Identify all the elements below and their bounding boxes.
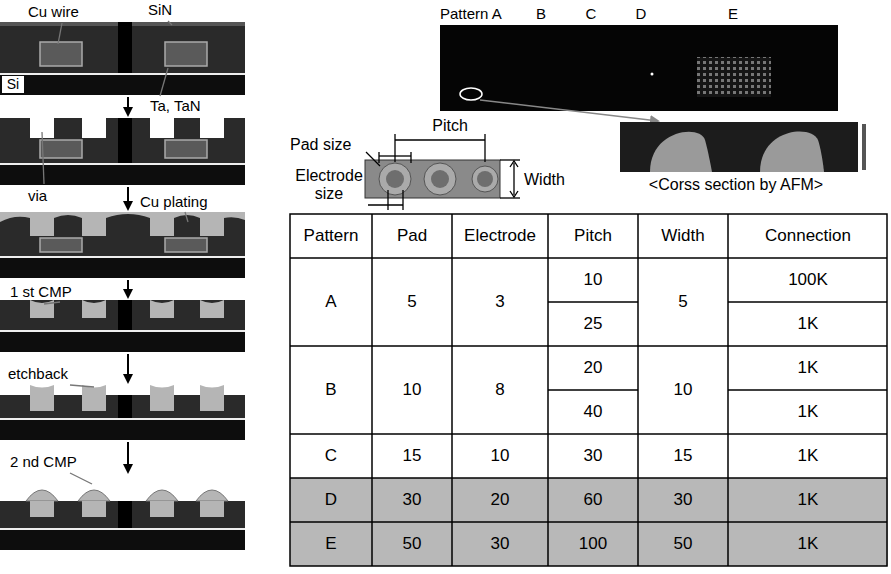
table-cell: C [292,436,370,476]
speck [651,73,654,76]
table-cell: 3 [454,260,546,344]
table-cell: 5 [640,260,726,344]
table-header: Pattern [292,216,370,256]
process-panel [0,490,245,550]
table-header: Pad [374,216,450,256]
process-arrow [127,97,129,472]
table-cell: 50 [374,524,450,564]
pattern-label: D [630,4,652,23]
table-cell: E [292,524,370,564]
table-cell: 15 [640,436,726,476]
pattern-photo [440,25,838,111]
table-cell: 100 [550,524,636,564]
table-header: Pitch [550,216,636,256]
process-label: Cu wire [28,2,100,21]
pattern-array [697,57,771,97]
table-cell: 20 [550,348,636,388]
process-label: 2 nd CMP [10,452,102,471]
process-panel [0,300,245,352]
table-cell: 10 [374,348,450,432]
table-cell: 5 [374,260,450,344]
table-cell: 30 [374,480,450,520]
process-label: Ta, TaN [150,96,226,115]
table-cell: 1K [730,392,886,432]
leader-line [42,21,188,484]
pointer-arrow [480,100,658,121]
table-header: Width [640,216,726,256]
table-cell: 20 [454,480,546,520]
table-cell: A [292,260,370,344]
dimension-label: Width [524,170,584,190]
table-cell: 50 [640,524,726,564]
highlight-ellipse [460,88,482,100]
table-cell: 60 [550,480,636,520]
process-label: via [28,186,64,205]
table-cell: 25 [550,304,636,344]
table-cell: 1K [730,436,886,476]
process-panel [0,118,245,185]
table-cell: 100K [730,260,886,300]
table-cell: 30 [550,436,636,476]
pattern-label: E [722,4,744,23]
pattern-label: C [580,4,602,23]
table-header: Electrode [454,216,546,256]
table-header: Connection [730,216,886,256]
table-cell: D [292,480,370,520]
afm-image [620,122,866,172]
table-cell: 1K [730,524,886,564]
dimension-label: Pitch [415,116,485,136]
table-cell: 15 [374,436,450,476]
pattern-label: Pattern A [440,4,526,23]
table-cell: 10 [640,348,726,432]
dimension-label: Pad size [290,136,364,155]
substrate-label: Si [2,76,24,93]
process-panel [0,385,245,440]
table-cell: 8 [454,348,546,432]
process-label: etchback [8,364,100,383]
process-panel [0,212,245,278]
table-cell: 30 [454,524,546,564]
caption: <Corss section by AFM> [596,175,876,196]
pad-diagram [365,160,500,198]
table-cell: 10 [550,260,636,300]
dimension-label: Electrode size [290,166,368,204]
table-grid [290,214,888,566]
process-panel [0,22,245,95]
process-label: SiN [148,0,188,19]
table-cell: 40 [550,392,636,432]
table-cell: 1K [730,304,886,344]
process-label: Cu plating [140,192,236,211]
table-cell: B [292,348,370,432]
table-cell: 10 [454,436,546,476]
table-cell: 30 [640,480,726,520]
pattern-label: B [530,4,552,23]
table-cell: 1K [730,480,886,520]
dimension-line [366,134,520,210]
table-cell: 1K [730,348,886,388]
process-label: 1 st CMP [10,282,102,301]
